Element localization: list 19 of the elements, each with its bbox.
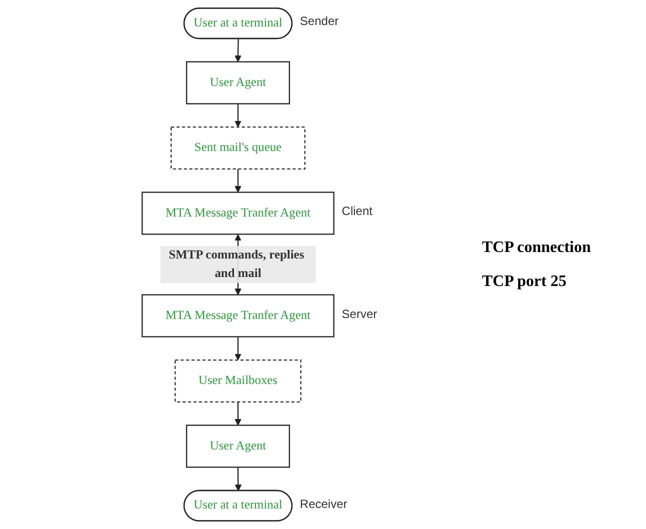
note-text: TCP port 25 (482, 272, 566, 290)
node-box: MTA Message Tranfer Agent (142, 192, 334, 235)
node-box: Sent mail's queue (170, 126, 306, 170)
arrow (234, 168, 242, 193)
arrow (234, 402, 242, 426)
node-box: User Agent (186, 61, 290, 104)
role-caption: Server (342, 306, 378, 321)
arrow (234, 467, 242, 492)
role-caption: Receiver (300, 496, 348, 511)
note-text: TCP connection (482, 238, 591, 256)
role-caption: Client (342, 204, 372, 218)
arrow (234, 336, 242, 360)
role-caption: Sender (300, 14, 339, 28)
node-box: User Agent (186, 424, 290, 468)
arrow (234, 38, 242, 62)
edge-label: SMTP commands, replies and mail (168, 248, 304, 280)
node-box: User Mailboxes (174, 359, 302, 403)
arrow (234, 104, 242, 128)
node-box: MTA Message Tranfer Agent (142, 294, 334, 338)
